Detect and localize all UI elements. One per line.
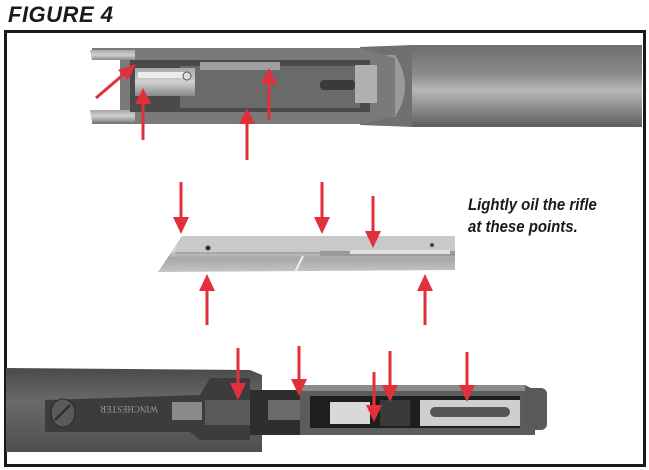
- arrow-icon: [314, 182, 330, 234]
- arrow-icon: [291, 346, 307, 396]
- oil-point-arrows: [95, 64, 475, 422]
- arrow-icon: [239, 108, 255, 160]
- arrow-icon: [459, 352, 475, 402]
- callout-line-1: Lightly oil the rifle: [468, 195, 597, 214]
- stock-and-receiver-bottom-view: WINCHESTER: [6, 368, 547, 452]
- arrow-icon: [382, 351, 398, 402]
- receiver-top-view: [90, 45, 642, 127]
- arrow-icon: [95, 64, 136, 100]
- figure-title: FIGURE 4: [8, 2, 114, 27]
- arrow-icon: [365, 196, 381, 248]
- callout-line-2: at these points.: [468, 217, 578, 236]
- oil-instruction-callout: Lightly oil the rifle at these points.: [468, 194, 597, 238]
- arrow-icon: [261, 68, 277, 120]
- arrow-icon: [135, 88, 151, 140]
- arrow-icon: [417, 274, 433, 325]
- arrow-icon: [230, 348, 246, 400]
- bolt-side-view: [158, 236, 455, 273]
- arrow-icon: [173, 182, 189, 234]
- stock-engraving: WINCHESTER: [100, 404, 158, 414]
- arrow-icon: [199, 274, 215, 325]
- arrow-icon: [366, 372, 382, 422]
